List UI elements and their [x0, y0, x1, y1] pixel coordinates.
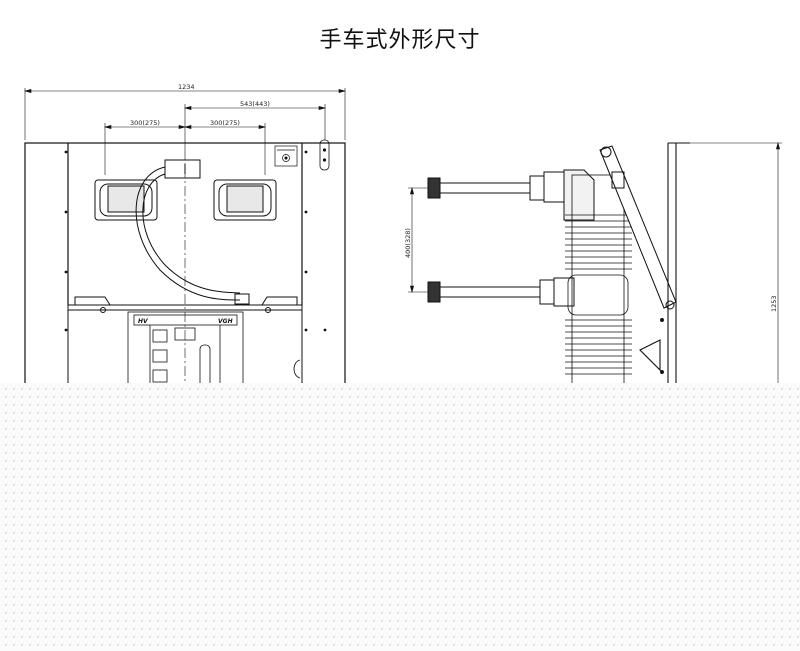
dim-label-1253: 1253 — [770, 295, 778, 312]
contact-window-right — [213, 179, 277, 221]
truck-inner-panel — [127, 311, 301, 389]
dim-label-543: 543(443) — [240, 100, 270, 108]
front-view: 1234 543(443) 300(275) 300(275) — [23, 83, 347, 390]
dim-label-300-right: 300(275) — [210, 119, 240, 127]
dimension-overall-height — [690, 141, 782, 390]
lower-contact-arm — [427, 277, 575, 307]
dimension-offset — [183, 104, 327, 150]
contact-window-left — [94, 179, 158, 221]
operating-lever — [599, 145, 677, 310]
bushing-label-right: VGH — [218, 318, 233, 325]
nameplate — [274, 145, 298, 167]
dimension-pitch — [103, 123, 267, 175]
dim-label-400: 400(328) — [404, 228, 412, 258]
dim-label-1234: 1234 — [178, 83, 195, 91]
page-title: 手车式外形尺寸 — [319, 28, 481, 53]
cabinet-rivets — [64, 150, 327, 332]
door-handle — [319, 139, 330, 171]
cable-loop — [135, 159, 250, 305]
dimension-overall-width — [23, 88, 347, 140]
upper-contact-arm — [427, 169, 595, 221]
side-panel — [639, 142, 690, 388]
dim-label-300-left: 300(275) — [130, 119, 160, 127]
dotted-background — [0, 383, 800, 651]
bushing-label-left: HV — [138, 318, 149, 325]
side-view: 400(328) 1253 — [404, 141, 782, 390]
